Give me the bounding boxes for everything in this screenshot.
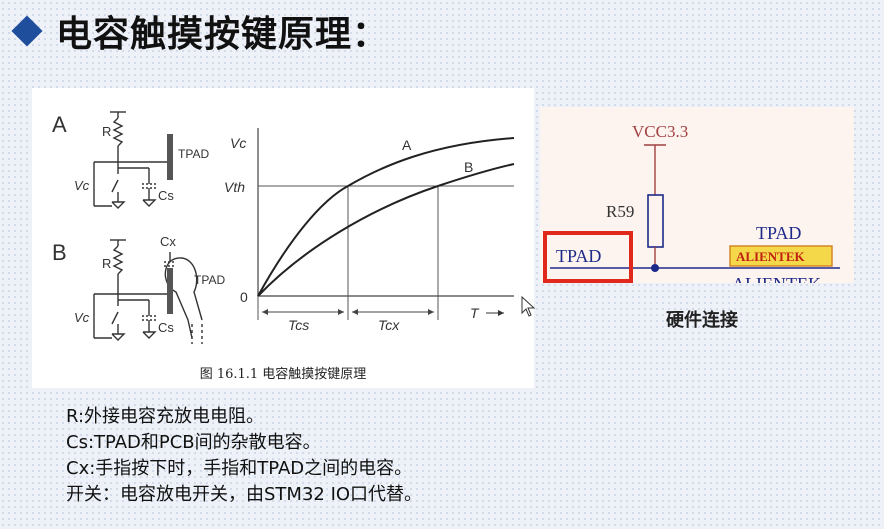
figure-caption: 图 16.1.1 电容触摸按键原理 xyxy=(199,367,367,382)
note-cx: Cx:手指按下时，手指和TPAD之间的电容。 xyxy=(66,458,413,479)
graph-origin-label: 0 xyxy=(240,289,248,305)
circuit-a-label: A xyxy=(52,112,67,137)
resistor-label: R59 xyxy=(606,202,634,221)
tpad-pad-label: TPAD xyxy=(556,246,601,266)
circuit-a-cs-label: Cs xyxy=(158,188,174,203)
tpad-highlight-box xyxy=(543,231,633,283)
circuit-b-label: B xyxy=(52,240,67,265)
circuit-b-cx-label: Cx xyxy=(160,234,176,249)
circuit-a-vc-label: Vc xyxy=(74,178,90,193)
note-cs: Cs:TPAD和PCB间的杂散电容。 xyxy=(66,432,321,453)
circuit-a-resistor-label: R xyxy=(102,124,111,139)
r59-resistor xyxy=(647,194,664,248)
slide-title: 电容触摸按键原理： xyxy=(10,6,389,56)
alientek-box-label: ALIENTEK xyxy=(736,249,806,264)
graph-x-label: T xyxy=(470,305,480,321)
principle-diagram: A R TPAD Vc Cs xyxy=(52,111,515,344)
curve-b xyxy=(257,163,515,297)
tpad-plate-a xyxy=(167,134,173,180)
x-axis-arrowhead-icon xyxy=(498,310,504,316)
vcc-label: VCC3.3 xyxy=(632,122,688,141)
tpad-net-label: TPAD xyxy=(756,223,801,243)
mouse-cursor-icon xyxy=(521,296,536,317)
note-r: R:外接电容充放电电阻。 xyxy=(66,406,265,427)
circuit-a-pad-label: TPAD xyxy=(178,147,209,161)
diamond-bullet-icon xyxy=(11,15,43,47)
note-switch: 开关：电容放电开关，由STM32 IO口代替。 xyxy=(66,484,423,505)
alientek-text: ALIENTEK xyxy=(732,274,821,283)
alientek-box xyxy=(729,245,833,267)
hardware-diagram: VCC3.3 R59 TPAD TPAD ALIENTEK ALIENTEK xyxy=(543,122,840,294)
charging-graph: Vc Vth 0 A B Tcs Tcx T xyxy=(224,128,515,333)
hardware-schematic: VCC3.3 R59 TPAD TPAD ALIENTEK ALIENTEK xyxy=(540,107,854,294)
hardware-caption: 硬件连接 xyxy=(666,310,738,331)
notes-list: R:外接电容充放电电阻。 Cs:TPAD和PCB间的杂散电容。 Cx:手指按下时… xyxy=(66,404,422,508)
graph-vth-label: Vth xyxy=(224,179,245,195)
interval-tcx-label: Tcx xyxy=(378,317,400,333)
curve-a-label: A xyxy=(402,137,412,153)
circuit-b-pad-label: TPAD xyxy=(194,273,225,287)
tpad-plate-b xyxy=(167,268,173,314)
curve-b-label: B xyxy=(464,159,473,175)
graph-y-label: Vc xyxy=(230,135,246,151)
principle-figure: A R TPAD Vc Cs xyxy=(32,88,534,388)
circuit-b-cs-label: Cs xyxy=(158,320,174,335)
slide-title-text: 电容触摸按键原理： xyxy=(56,14,390,55)
curve-a xyxy=(257,137,515,297)
interval-tcs-label: Tcs xyxy=(288,317,309,333)
circuit-b-resistor-label: R xyxy=(102,256,111,271)
junction-dot xyxy=(651,264,659,272)
circuit-b-vc-label: Vc xyxy=(74,310,90,325)
